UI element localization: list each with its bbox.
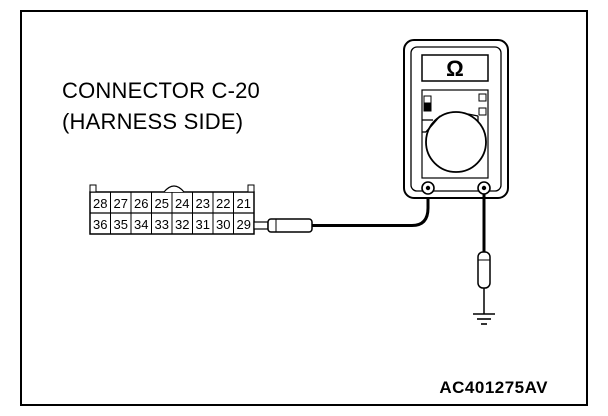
pin-21: 21 [237, 196, 251, 211]
ground-icon [473, 313, 495, 325]
pin-23: 23 [196, 196, 210, 211]
range-dial [425, 111, 487, 173]
pin-27: 27 [114, 196, 128, 211]
pin-35: 35 [114, 217, 128, 232]
pin-34: 34 [134, 217, 148, 232]
ground-probe [477, 194, 491, 314]
connector-title: CONNECTOR C-20 [62, 78, 260, 103]
pin-36: 36 [93, 217, 107, 232]
test-probe-pin29 [253, 192, 430, 233]
ohmmeter: Ω [403, 39, 509, 199]
connector-c20: 28 27 26 25 24 23 22 21 36 35 34 33 32 31 30 29 [89, 184, 255, 235]
pin-24: 24 [175, 196, 189, 211]
pin-22: 22 [216, 196, 230, 211]
pin-31: 31 [196, 217, 210, 232]
figure-id: AC401275AV [439, 378, 548, 397]
pin-30: 30 [216, 217, 230, 232]
meter-display [421, 54, 489, 82]
connector-side-label: (HARNESS SIDE) [62, 109, 244, 134]
pin-26: 26 [134, 196, 148, 211]
pin-25: 25 [155, 196, 169, 211]
pin-33: 33 [155, 217, 169, 232]
ohm-symbol: Ω [446, 56, 464, 81]
pin-28: 28 [93, 196, 107, 211]
pin-32: 32 [175, 217, 189, 232]
pin-29: 29 [237, 217, 251, 232]
